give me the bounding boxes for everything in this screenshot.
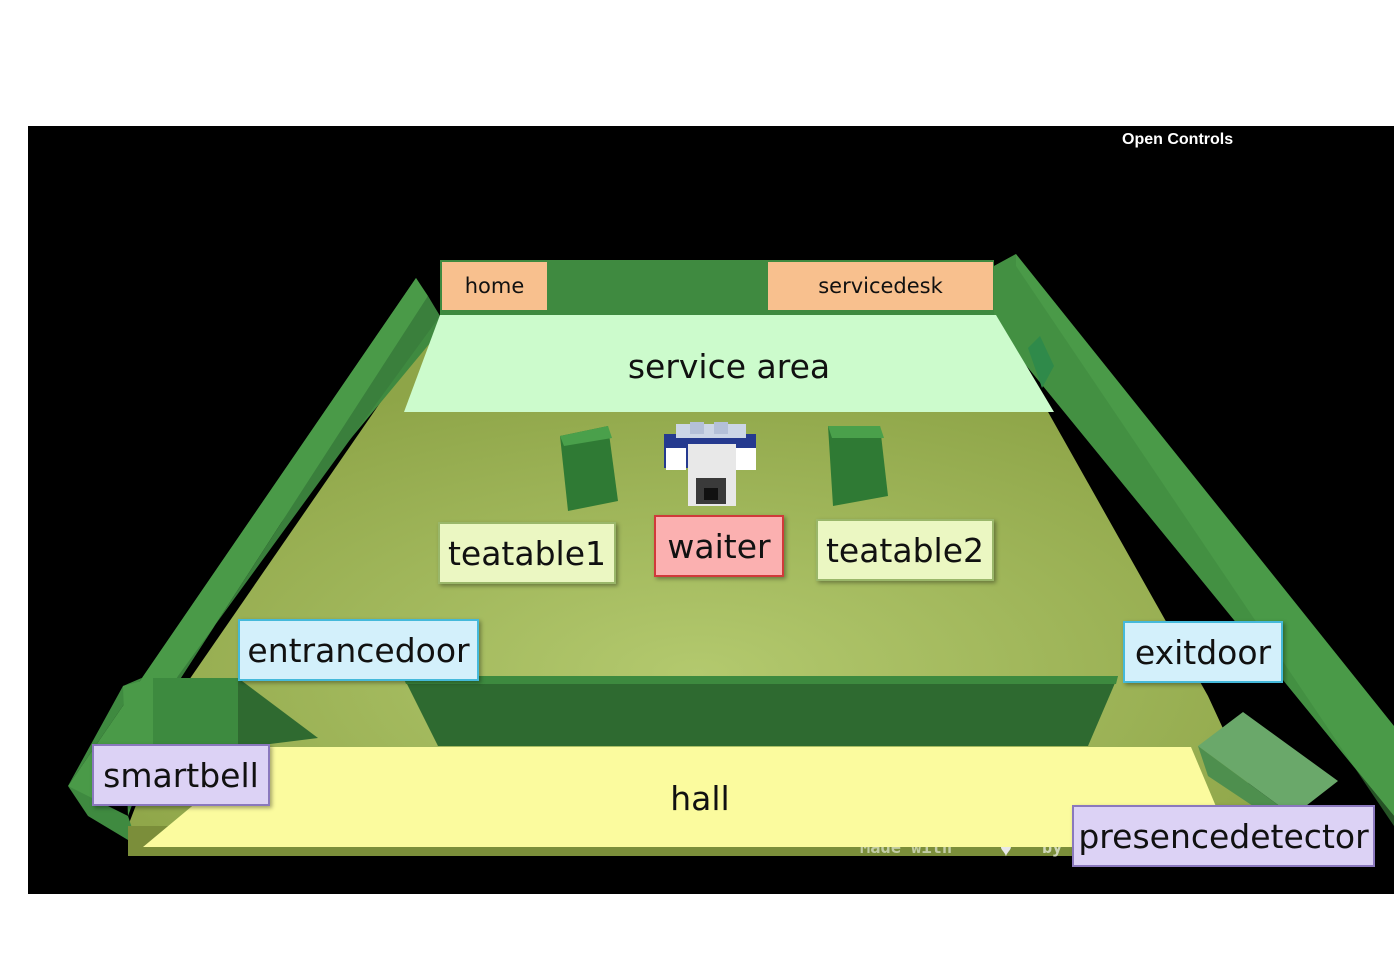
teatable1-model — [560, 426, 618, 511]
front-wall — [403, 676, 1118, 746]
teatable2-model — [828, 426, 888, 506]
heart-icon: ♥ — [1000, 839, 1012, 861]
teatable2-label[interactable]: teatable2 — [816, 519, 994, 581]
entrancedoor-label[interactable]: entrancedoor — [238, 619, 479, 681]
hall-zone — [143, 747, 1233, 847]
teatable1-label[interactable]: teatable1 — [438, 522, 616, 584]
waiter-label[interactable]: waiter — [654, 515, 784, 577]
waiter-robot-model — [664, 422, 756, 506]
service-area-zone — [404, 315, 1054, 412]
servicedesk-label[interactable]: servicedesk — [768, 262, 993, 310]
smartbell-label[interactable]: smartbell — [92, 744, 270, 806]
open-controls-button[interactable]: Open Controls — [1122, 131, 1234, 148]
hall-label: hall — [670, 778, 730, 818]
presencedetector-label[interactable]: presencedetector — [1072, 805, 1375, 867]
service-area-label: service area — [627, 346, 831, 386]
home-label[interactable]: home — [442, 262, 547, 310]
corner-cube — [1198, 712, 1338, 816]
exitdoor-label[interactable]: exitdoor — [1123, 621, 1283, 683]
